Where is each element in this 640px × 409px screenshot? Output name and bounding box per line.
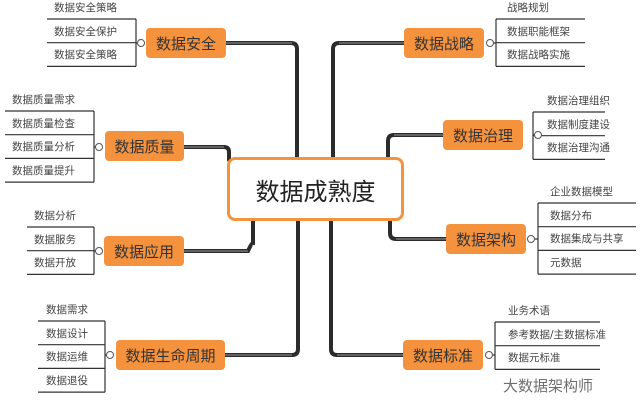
subtopic-item[interactable]: 数据安全保护 (54, 25, 117, 38)
subtopic-item[interactable]: 数据开放 (34, 257, 76, 270)
subtopic-item[interactable]: 数据需求 (46, 304, 88, 316)
subtopic-item[interactable]: 元数据 (550, 257, 582, 270)
collapse-toggle-icon[interactable] (137, 39, 145, 47)
subtopic-item[interactable]: 数据分析 (34, 210, 76, 222)
collapse-toggle-icon[interactable] (106, 351, 114, 359)
subtopic-item[interactable]: 业务术语 (508, 305, 550, 317)
subtopic-item[interactable]: 数据集成与共享 (550, 233, 624, 246)
collapse-toggle-icon[interactable] (534, 131, 542, 139)
watermark: 大数据架构师 (503, 377, 594, 395)
topic-data-standard[interactable]: 数据标准 (403, 340, 483, 370)
collapse-toggle-icon[interactable] (95, 247, 103, 255)
subtopic-item[interactable]: 数据战略实施 (507, 49, 570, 62)
topic-data-governance[interactable]: 数据治理 (443, 120, 523, 150)
collapse-toggle-icon[interactable] (527, 235, 535, 243)
topic-data-security[interactable]: 数据安全 (146, 28, 226, 58)
subtopic-item[interactable]: 数据运维 (46, 351, 88, 364)
topic-data-quality[interactable]: 数据质量 (105, 131, 184, 161)
topic-data-lifecycle[interactable]: 数据生命周期 (116, 340, 225, 370)
central-topic[interactable]: 数据成熟度 (227, 157, 404, 221)
subtopic-item[interactable]: 数据安全策略 (54, 49, 117, 62)
topic-data-architecture[interactable]: 数据架构 (446, 224, 526, 254)
subtopic-item[interactable]: 数据质量提升 (12, 165, 75, 178)
subtopic-item[interactable]: 数据质量检查 (12, 117, 75, 130)
bracket-line (489, 322, 496, 370)
collapse-toggle-icon[interactable] (485, 351, 493, 359)
subtopic-item[interactable]: 数据元标准 (508, 352, 561, 365)
subtopic-item[interactable]: 企业数据模型 (550, 186, 613, 198)
subtopic-item[interactable]: 数据职能框架 (507, 25, 570, 38)
subtopic-item[interactable]: 数据服务 (34, 233, 76, 246)
subtopic-item[interactable]: 数据退役 (46, 375, 88, 388)
subtopic-item[interactable]: 数据质量需求 (12, 94, 75, 106)
topic-data-strategy[interactable]: 数据战略 (404, 28, 484, 58)
subtopic-item[interactable]: 数据质量分析 (12, 141, 75, 154)
subtopic-item[interactable]: 数据治理组织 (547, 95, 610, 107)
subtopic-item[interactable]: 战略规划 (507, 2, 549, 14)
subtopic-item[interactable]: 数据设计 (46, 327, 88, 340)
collapse-toggle-icon[interactable] (486, 39, 494, 47)
subtopic-item[interactable]: 参考数据/主数据标准 (508, 328, 607, 341)
subtopic-item[interactable]: 数据制度建设 (547, 118, 610, 131)
topic-data-application[interactable]: 数据应用 (104, 236, 184, 266)
subtopic-item[interactable]: 数据治理沟通 (547, 142, 610, 155)
collapse-toggle-icon[interactable] (95, 143, 103, 151)
subtopic-item[interactable]: 数据安全策略 (54, 2, 117, 14)
subtopic-item[interactable]: 数据分布 (550, 209, 592, 222)
